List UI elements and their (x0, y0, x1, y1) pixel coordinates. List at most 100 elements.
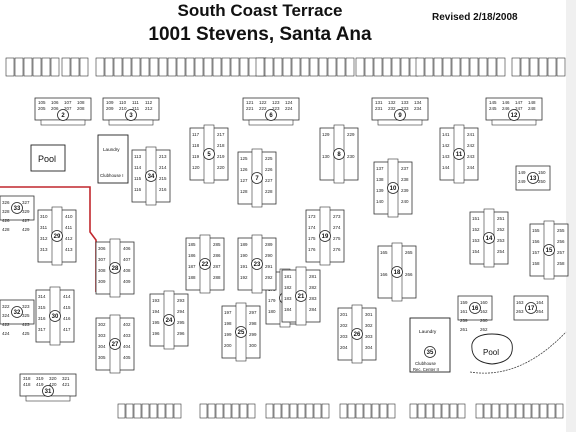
unit-label: 134 (414, 100, 422, 105)
building-number: 27 (112, 342, 119, 348)
unit-label: 163 (516, 300, 524, 305)
laundry-label-2: Laundry (419, 329, 437, 335)
unit-label: 225 (265, 156, 273, 161)
unit-label: 138 (376, 177, 384, 182)
building-number: 3 (129, 113, 133, 119)
unit-label: 108 (77, 100, 85, 105)
unit-label: 201 (340, 312, 348, 317)
revision-date: Revised 2/18/2008 (432, 12, 518, 23)
building-number: 14 (486, 236, 493, 242)
unit-label: 120 (192, 165, 200, 170)
unit-label: 116 (134, 187, 142, 192)
unit-label: 188 (188, 275, 196, 280)
unit-label: 231 (375, 106, 383, 111)
building-number: 8 (337, 152, 341, 158)
unit-label: 186 (188, 253, 196, 258)
unit-label: 242 (467, 143, 475, 148)
unit-label: 115 (134, 176, 142, 181)
unit-label: 139 (376, 188, 384, 193)
unit-label: 196 (152, 331, 160, 336)
unit-label: 221 (246, 106, 254, 111)
unit-label: 416 (63, 316, 71, 321)
building-number-badge (508, 109, 520, 121)
building-number-badge (235, 326, 247, 338)
building-number: 29 (54, 234, 61, 240)
building-number: 9 (398, 113, 402, 119)
unit-label: 119 (192, 154, 200, 159)
unit-label: 109 (106, 100, 114, 105)
building-number: 15 (546, 248, 553, 254)
unit-label: 180 (268, 309, 276, 314)
building-number: 22 (202, 262, 209, 268)
unit-label: 217 (217, 132, 225, 137)
unit-label: 157 (532, 250, 540, 255)
unit-label: 234 (414, 106, 422, 111)
building-number-badge (51, 230, 63, 242)
unit-label: 224 (285, 106, 293, 111)
unit-label: 118 (192, 143, 200, 148)
building-number-badge (109, 338, 121, 350)
unit-label: 114 (134, 165, 142, 170)
building-number-badge (527, 172, 539, 184)
map-address: 1001 Stevens, Santa Ana (148, 24, 372, 45)
building-number-badge (391, 266, 403, 278)
building-number: 32 (14, 310, 21, 316)
unit-label: 304 (98, 344, 106, 349)
unit-label: 143 (442, 154, 450, 159)
unit-label: 309 (98, 279, 106, 284)
unit-label: 244 (467, 165, 475, 170)
building-number: 26 (354, 332, 361, 338)
unit-label: 254 (497, 249, 505, 254)
unit-label: 210 (119, 106, 127, 111)
unit-label: 243 (467, 154, 475, 159)
unit-label: 276 (333, 247, 341, 252)
unit-label: 296 (177, 331, 185, 336)
unit-label: 303 (98, 333, 106, 338)
building-number: 24 (166, 318, 173, 324)
unit-label: 262 (480, 327, 488, 332)
unit-label: 161 (460, 309, 468, 314)
unit-label: 248 (528, 106, 536, 111)
unit-label: 110 (119, 100, 127, 105)
unit-label: 241 (467, 132, 475, 137)
building-number: 34 (148, 174, 155, 180)
parking-row-top (5, 57, 566, 77)
unit-label: 408 (123, 268, 131, 273)
unit-label: 166 (380, 272, 388, 277)
unit-label: 123 (272, 100, 280, 105)
parking-row-bottom (117, 403, 564, 419)
unit-label: 427 (22, 218, 30, 223)
building-number: 2 (61, 113, 65, 119)
unit-label: 320 (49, 376, 57, 381)
unit-label: 288 (213, 275, 221, 280)
unit-label: 406 (123, 246, 131, 251)
unit-label: 314 (38, 294, 46, 299)
unit-label: 216 (159, 187, 167, 192)
unit-label: 325 (22, 313, 30, 318)
building-number-badge (394, 109, 406, 121)
unit-label: 220 (217, 165, 225, 170)
building-number: 6 (269, 113, 273, 119)
unit-label: 417 (63, 327, 71, 332)
building-number: 13 (530, 176, 537, 182)
unit-label: 275 (333, 236, 341, 241)
unit-label: 292 (265, 275, 273, 280)
building-number-badge (11, 306, 23, 318)
building-number: 16 (472, 306, 479, 312)
unit-label: 260 (480, 318, 488, 323)
unit-label: 420 (49, 382, 57, 387)
unit-label: 131 (375, 100, 383, 105)
unit-label: 323 (22, 304, 30, 309)
unit-label: 264 (536, 309, 544, 314)
unit-label: 403 (123, 333, 131, 338)
unit-label: 319 (36, 376, 44, 381)
